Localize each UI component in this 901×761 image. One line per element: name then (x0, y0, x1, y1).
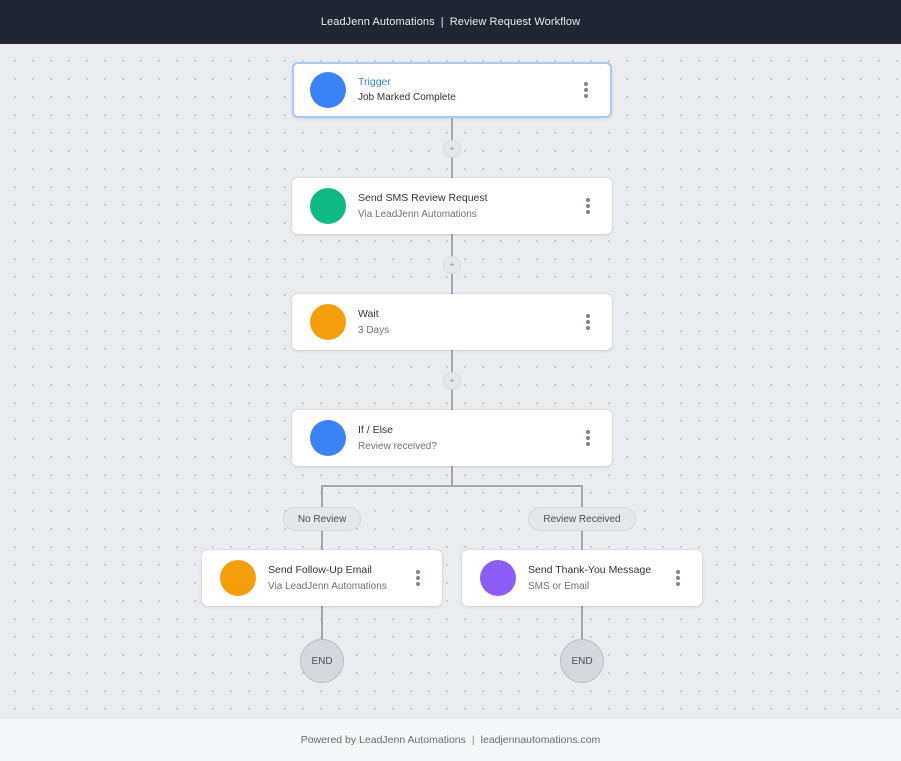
trigger-icon (310, 72, 346, 108)
connector-ifelse-split (451, 465, 453, 486)
ifelse-title: If / Else (358, 423, 394, 436)
add-step-button-1[interactable]: + (443, 140, 461, 158)
followup-title: Send Follow-Up Email (268, 563, 372, 576)
add-step-button-3[interactable]: + (443, 372, 461, 390)
header-separator: | (440, 16, 444, 28)
connector-branch-horizontal (321, 485, 583, 487)
trigger-node[interactable]: Trigger Job Marked Complete (292, 62, 612, 118)
kebab-menu-icon[interactable] (672, 568, 684, 588)
add-step-button-2[interactable]: + (443, 256, 461, 274)
sms-icon (310, 188, 346, 224)
kebab-menu-icon[interactable] (582, 428, 594, 448)
wait-subtitle: 3 Days (358, 324, 390, 336)
kebab-menu-icon[interactable] (580, 80, 592, 100)
header-brand: LeadJenn Automations (320, 16, 435, 28)
workflow-canvas[interactable]: + + + Trigger Job Marked Complete Send S… (0, 44, 901, 718)
followup-node[interactable]: Send Follow-Up Email Via LeadJenn Automa… (202, 550, 442, 606)
sms-subtitle: Via LeadJenn Automations (358, 208, 477, 220)
footer-powered-by: Powered by LeadJenn Automations (300, 734, 466, 746)
sms-node[interactable]: Send SMS Review Request Via LeadJenn Aut… (292, 178, 612, 234)
followup-subtitle: Via LeadJenn Automations (268, 580, 387, 592)
kebab-menu-icon[interactable] (582, 196, 594, 216)
end-node-left: END (300, 639, 344, 683)
wait-icon (310, 304, 346, 340)
app-footer: Powered by LeadJenn Automations | leadje… (0, 718, 901, 761)
wait-title: Wait (358, 307, 379, 320)
connector-right-end (581, 606, 583, 640)
footer-separator: | (471, 734, 475, 746)
trigger-title: Trigger (358, 76, 391, 88)
branch-label-no-review[interactable]: No Review (283, 507, 361, 531)
thankyou-subtitle: SMS or Email (528, 580, 590, 592)
wait-node[interactable]: Wait 3 Days (292, 294, 612, 350)
ifelse-node[interactable]: If / Else Review received? (292, 410, 612, 466)
header-page-title: Review Request Workflow (449, 16, 581, 28)
trigger-subtitle: Job Marked Complete (358, 92, 456, 103)
footer-site-link[interactable]: leadjennautomations.com (480, 734, 601, 746)
branch-label-review-received[interactable]: Review Received (528, 507, 636, 531)
end-node-right: END (560, 639, 604, 683)
ifelse-subtitle: Review received? (358, 440, 437, 452)
thankyou-node[interactable]: Send Thank-You Message SMS or Email (462, 550, 702, 606)
kebab-menu-icon[interactable] (582, 312, 594, 332)
connector-left-end (321, 606, 323, 640)
followup-icon (220, 560, 256, 596)
sms-title: Send SMS Review Request (358, 191, 488, 204)
app-header: LeadJenn Automations | Review Request Wo… (0, 0, 901, 44)
ifelse-icon (310, 420, 346, 456)
kebab-menu-icon[interactable] (412, 568, 424, 588)
thankyou-title: Send Thank-You Message (528, 563, 652, 576)
thankyou-icon (480, 560, 516, 596)
